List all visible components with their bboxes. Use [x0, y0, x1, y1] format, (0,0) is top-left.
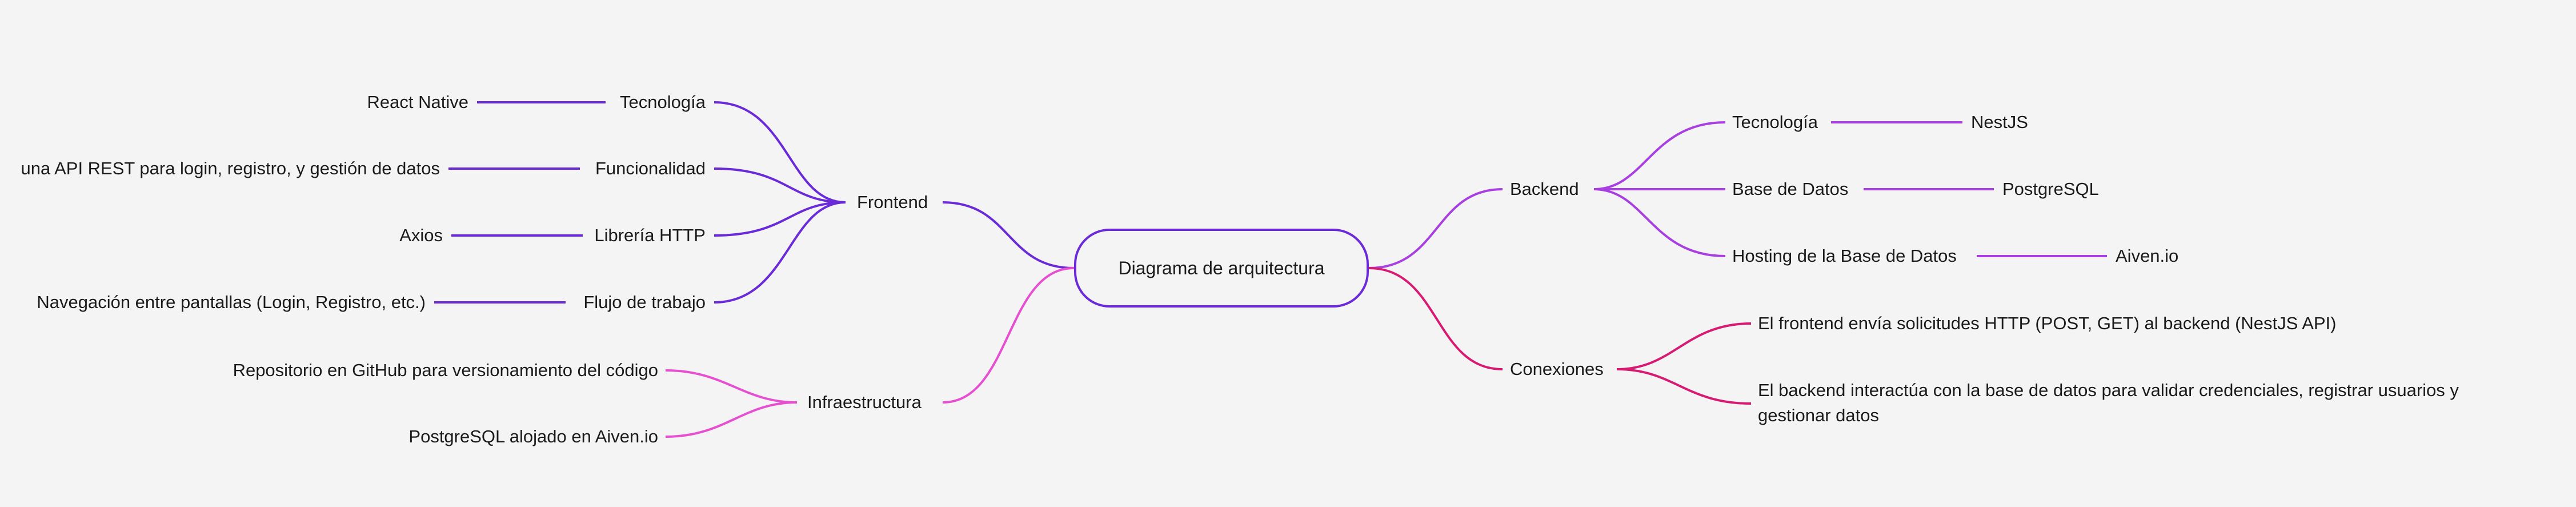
edge-frontend-funcionalidad	[714, 167, 846, 203]
edge-root-conexiones	[1368, 267, 1503, 370]
edge-frontend-libreria	[714, 201, 846, 237]
conexiones-backend-db-node[interactable]: El backend interactúa con la base de dat…	[1758, 380, 2459, 425]
frontend-node[interactable]: Frontend	[857, 192, 928, 212]
edge-frontend-flujo	[714, 201, 846, 304]
backend-leaf-nestjs[interactable]: NestJS	[1971, 112, 2028, 132]
conexiones-frontend-http-node[interactable]: El frontend envía solicitudes HTTP (POST…	[1758, 313, 2337, 333]
frontend-leaf-react[interactable]: React Native	[367, 92, 468, 112]
backend-leaf-postgresql[interactable]: PostgreSQL	[2002, 179, 2099, 199]
frontend-leaf-axios[interactable]: Axios	[399, 225, 443, 245]
edge-infra-postgres	[665, 401, 798, 438]
edge-root-frontend	[942, 201, 1075, 269]
edge-conexiones-2	[1616, 368, 1752, 405]
frontend-leaf-nav[interactable]: Navegación entre pantallas (Login, Regis…	[37, 292, 426, 312]
edge-backend-tecnologia	[1593, 121, 1726, 190]
frontend-tecnologia-node[interactable]: Tecnología	[620, 92, 706, 112]
backend-base-node[interactable]: Base de Datos	[1732, 179, 1849, 199]
infraestructura-node[interactable]: Infraestructura	[807, 392, 922, 412]
edge-backend-hosting	[1593, 188, 1726, 257]
backend-tecnologia-node[interactable]: Tecnología	[1732, 112, 1818, 132]
frontend-libreria-node[interactable]: Librería HTTP	[594, 225, 706, 245]
backend-node[interactable]: Backend	[1510, 179, 1579, 199]
frontend-leaf-api[interactable]: una API REST para login, registro, y ges…	[21, 158, 440, 178]
backend-leaf-aiven[interactable]: Aiven.io	[2116, 246, 2179, 266]
edge-frontend-tecnologia	[714, 101, 846, 203]
edge-root-backend	[1368, 188, 1503, 269]
edge-infra-repo	[665, 369, 798, 404]
root-node[interactable]: Diagrama de arquitectura	[1074, 229, 1369, 308]
conexiones-node[interactable]: Conexiones	[1510, 359, 1604, 379]
infra-repo-node[interactable]: Repositorio en GitHub para versionamient…	[233, 360, 658, 380]
edge-root-infra	[942, 267, 1075, 404]
root-label: Diagrama de arquitectura	[1118, 257, 1325, 278]
frontend-flujo-node[interactable]: Flujo de trabajo	[583, 292, 706, 312]
frontend-funcionalidad-node[interactable]: Funcionalidad	[595, 158, 706, 178]
edge-conexiones-1	[1616, 322, 1752, 370]
infra-postgres-node[interactable]: PostgreSQL alojado en Aiven.io	[408, 426, 658, 446]
backend-hosting-node[interactable]: Hosting de la Base de Datos	[1732, 246, 1957, 266]
